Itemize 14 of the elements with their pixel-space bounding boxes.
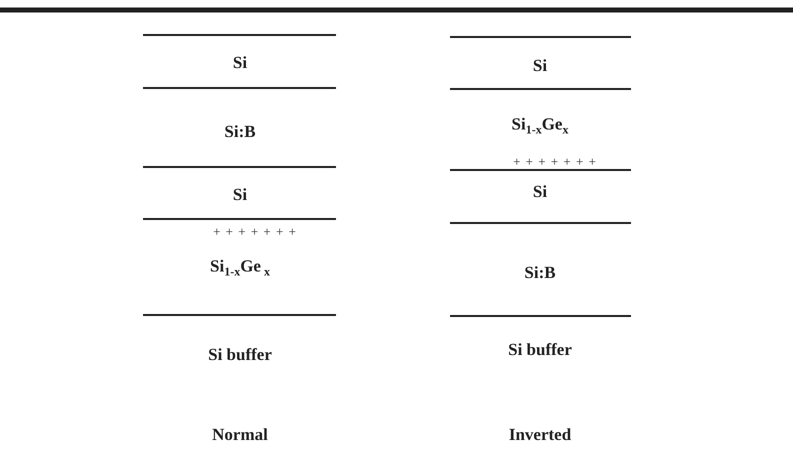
layer-label: Si buffer [508, 340, 572, 360]
layer-label: Si [532, 56, 548, 76]
charge-marks: + + + + + + + [213, 224, 297, 240]
layer-label: Si$_{1-x}$Ge$_{x}$ [512, 114, 568, 138]
charge-marks: + + + + + + + [513, 154, 597, 170]
layer-label: Si$_{1-x}$Ge $_{x}$ [210, 256, 270, 280]
layer-label: Si [532, 182, 548, 202]
layer-label: Si [232, 53, 248, 73]
structure-title: Normal [212, 425, 268, 445]
layer-label: Si:B [524, 263, 556, 283]
layer-label: Si [232, 185, 248, 205]
structure-title: Inverted [508, 425, 572, 445]
layer-label: Si buffer [208, 345, 272, 365]
layer-label: Si:B [224, 122, 256, 142]
